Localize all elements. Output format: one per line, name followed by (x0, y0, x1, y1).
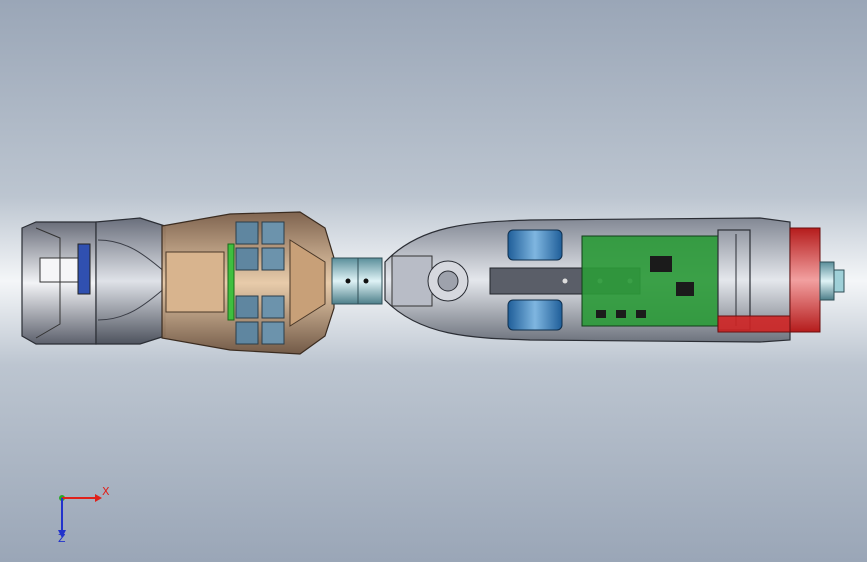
coordinate-triad: X Z (40, 480, 120, 550)
bronze-motor-housing[interactable] (161, 211, 335, 355)
left-end-cap[interactable] (21, 221, 97, 345)
red-end-cap[interactable] (717, 227, 821, 333)
nose-connector[interactable] (819, 261, 845, 301)
electronics-housing[interactable] (384, 217, 791, 343)
grey-contour-body[interactable] (95, 217, 166, 345)
axis-x-label: X (102, 485, 110, 498)
shaft-coupling[interactable] (331, 257, 383, 305)
axis-z-label: Z (58, 532, 66, 545)
coordinate-triad-icon (58, 494, 102, 538)
